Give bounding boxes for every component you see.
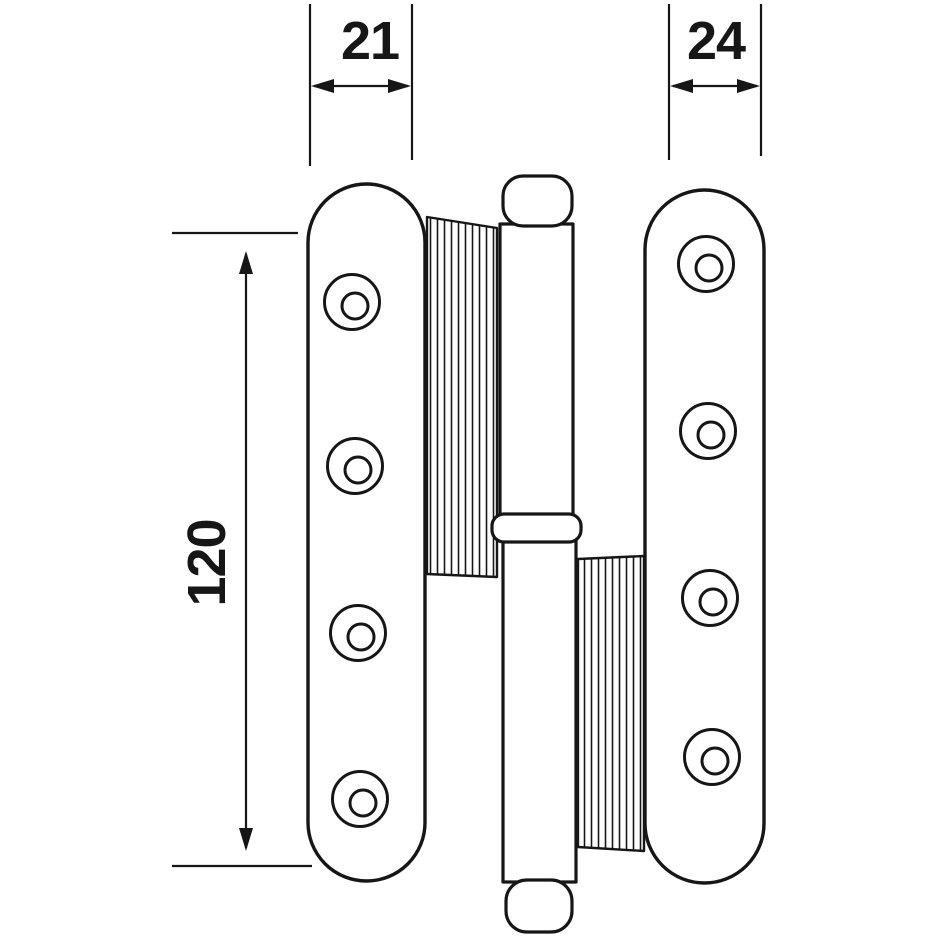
arrowhead-left-icon bbox=[670, 79, 693, 93]
screw-hole bbox=[326, 437, 384, 495]
dim-label-left-width: 21 bbox=[341, 11, 399, 71]
screw-hole bbox=[677, 235, 735, 293]
dim-overall-height: 120 bbox=[172, 231, 312, 868]
pin-top-knob bbox=[501, 174, 574, 228]
screw-hole-inner bbox=[348, 788, 378, 818]
hatch-area-right bbox=[576, 554, 646, 853]
pin-upper-barrel bbox=[498, 222, 575, 518]
screw-hole bbox=[323, 273, 381, 331]
arrowhead-right-icon bbox=[388, 79, 411, 93]
dim-left-leaf-width: 21 bbox=[308, 4, 414, 166]
right-leaf bbox=[643, 188, 766, 885]
dim-right-leaf-width: 24 bbox=[667, 4, 763, 160]
arrowhead-up-icon bbox=[239, 251, 253, 274]
arrowhead-right-icon bbox=[737, 79, 760, 93]
arrowhead-down-icon bbox=[239, 828, 253, 851]
screw-hole bbox=[679, 402, 737, 460]
pin-center-collar bbox=[490, 512, 583, 544]
hinge-pin bbox=[490, 174, 583, 934]
screw-hole-inner bbox=[700, 746, 730, 776]
screw-hole bbox=[683, 728, 741, 786]
screw-hole bbox=[331, 770, 389, 828]
screw-hole bbox=[329, 604, 387, 662]
hatch-area-left bbox=[425, 215, 499, 579]
screw-hole-inner bbox=[340, 291, 370, 321]
left-leaf bbox=[306, 182, 427, 883]
knuckle-hatch-left bbox=[425, 215, 499, 579]
dim-label-height: 120 bbox=[177, 519, 237, 606]
pin-lower-barrel bbox=[501, 538, 578, 884]
screw-hole bbox=[681, 569, 739, 627]
arrowhead-left-icon bbox=[311, 79, 334, 93]
screw-hole-inner bbox=[694, 253, 724, 283]
right-leaf-plate bbox=[643, 188, 766, 885]
knuckle-hatch-right bbox=[576, 554, 646, 853]
pin-bottom-knob bbox=[504, 878, 574, 934]
screw-hole-inner bbox=[346, 622, 376, 652]
screw-hole-inner bbox=[698, 587, 728, 617]
screw-hole-inner bbox=[343, 455, 373, 485]
dim-label-right-width: 24 bbox=[687, 11, 746, 71]
left-leaf-plate bbox=[306, 182, 427, 883]
screw-hole-inner bbox=[696, 420, 726, 450]
